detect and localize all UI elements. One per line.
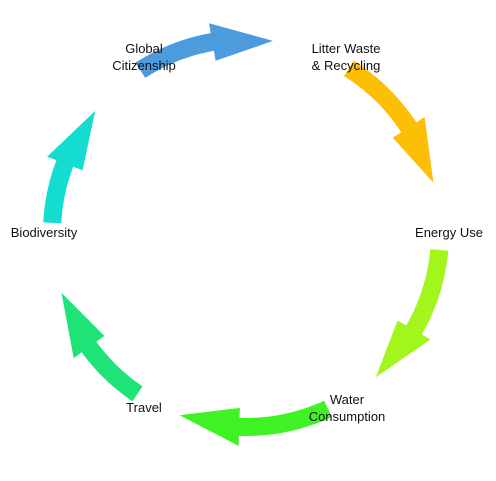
node-label-biodiversity: Biodiversity bbox=[10, 225, 78, 240]
cycle-arrow-biodiversity-to-global bbox=[43, 110, 96, 224]
node-label-travel: Travel bbox=[126, 400, 162, 415]
node-label-energy-use: Energy Use bbox=[415, 225, 483, 240]
cycle-arrow-travel-to-biodiversity bbox=[61, 292, 143, 402]
cycle-arrow-water-to-travel bbox=[179, 400, 332, 446]
cycle-arrow-litter-to-energy bbox=[344, 60, 434, 183]
cycle-arrow-global-to-litter bbox=[135, 23, 273, 78]
cycle-arrow-energy-to-water bbox=[375, 249, 449, 378]
node-label-water-consumption: Water Consumption bbox=[308, 392, 386, 424]
node-label-litter-waste-recycling: Litter Waste & Recycling bbox=[311, 41, 381, 73]
node-label-global-citizenship: Global Citizenship bbox=[112, 41, 176, 73]
arrow-layer bbox=[43, 23, 449, 446]
